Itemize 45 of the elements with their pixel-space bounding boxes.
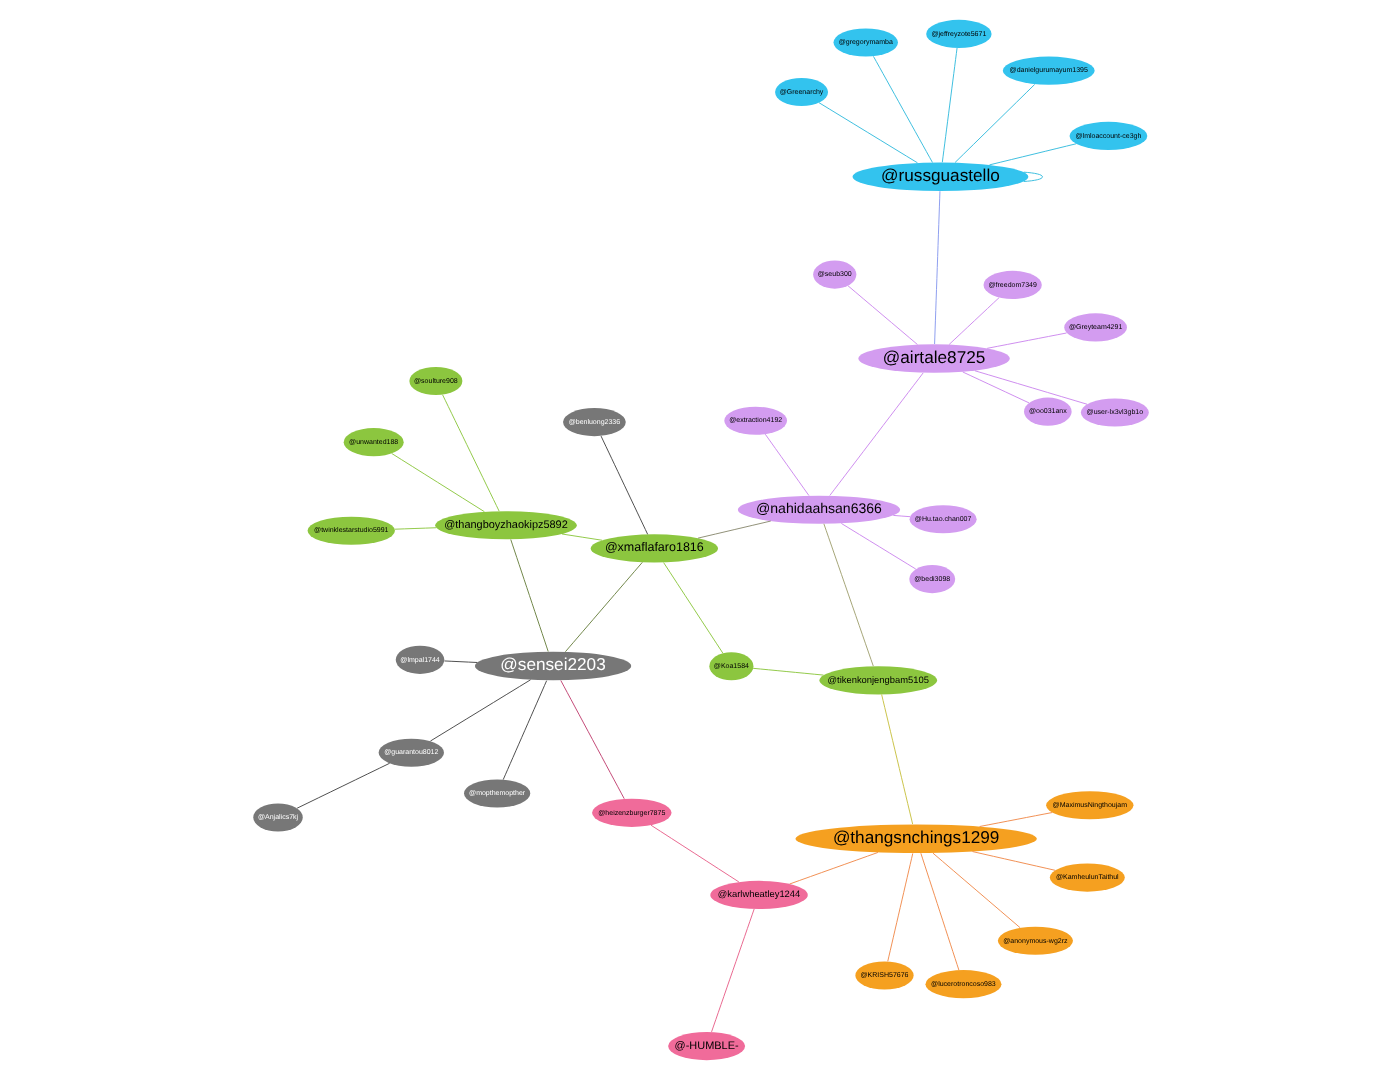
connector bbox=[828, 372, 923, 496]
connector bbox=[846, 285, 917, 345]
node-ellipse: @russguastello bbox=[851, 162, 1028, 192]
node-ellipse: @thangsnchings1299 bbox=[794, 824, 1036, 854]
connector bbox=[710, 908, 754, 1033]
connector bbox=[501, 680, 547, 781]
connector bbox=[933, 190, 940, 345]
connector bbox=[919, 852, 959, 971]
connector bbox=[970, 851, 1055, 871]
connector bbox=[509, 539, 548, 652]
connector bbox=[295, 762, 390, 809]
connector bbox=[953, 83, 1035, 163]
connector bbox=[880, 694, 913, 825]
connector bbox=[662, 562, 723, 654]
connector bbox=[696, 520, 771, 539]
node-ellipse: @airtale8725 bbox=[857, 344, 1009, 373]
connector bbox=[428, 679, 530, 742]
connector bbox=[822, 523, 873, 667]
connector bbox=[788, 851, 878, 885]
connector bbox=[563, 561, 642, 653]
node-ellipse: @sensei2203 bbox=[473, 651, 631, 681]
connector bbox=[973, 370, 1087, 405]
connector bbox=[839, 522, 916, 570]
connector bbox=[751, 667, 824, 676]
connector bbox=[393, 527, 436, 530]
connector bbox=[599, 435, 648, 535]
connector bbox=[390, 452, 484, 513]
connector bbox=[1022, 171, 1042, 182]
connector bbox=[441, 394, 499, 512]
connector bbox=[891, 514, 910, 518]
connector bbox=[560, 533, 602, 541]
connector bbox=[886, 852, 913, 962]
connector bbox=[817, 102, 917, 164]
connector bbox=[763, 433, 809, 497]
connector bbox=[872, 55, 932, 163]
connector bbox=[559, 680, 624, 800]
connector bbox=[940, 47, 957, 163]
connector bbox=[947, 297, 999, 345]
connector bbox=[649, 824, 739, 883]
connector bbox=[985, 332, 1066, 349]
connector bbox=[442, 660, 477, 663]
connector bbox=[988, 143, 1076, 166]
connector bbox=[978, 812, 1052, 827]
connector bbox=[931, 852, 1020, 929]
connector bbox=[961, 371, 1029, 404]
